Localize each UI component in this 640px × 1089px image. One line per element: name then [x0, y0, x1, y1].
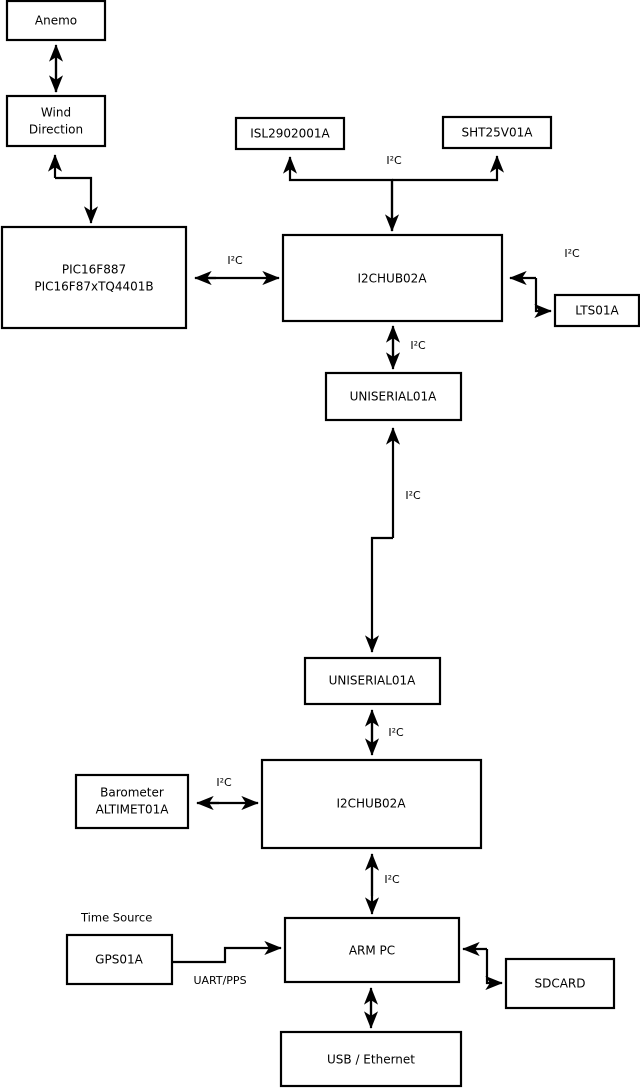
node-usb-ethernet-label: USB / Ethernet — [327, 1053, 415, 1067]
edge-label-hub-lts: I²C — [564, 247, 580, 260]
node-sdcard-label: SDCARD — [534, 977, 585, 991]
node-uniserial01a-lower-label: UNISERIAL01A — [329, 674, 417, 688]
node-arm-pc[interactable]: ARM PC — [283, 916, 461, 984]
edge-armpc-sdcard — [462, 941, 503, 991]
node-wind-direction-label-line1: Wind — [41, 106, 71, 120]
node-i2chub02a-bottom-label: I2CHUB02A — [336, 797, 406, 811]
edge-label-baro-hub: I²C — [216, 776, 232, 789]
edge-wind-pic — [47, 154, 99, 224]
node-gps01a-label: GPS01A — [95, 953, 143, 967]
node-barometer-label-line1: Barometer — [100, 786, 164, 800]
node-pic16f887-label-line1: PIC16F887 — [62, 263, 126, 277]
node-barometer-label-line2: ALTIMET01A — [96, 803, 170, 817]
node-anemo[interactable]: Anemo — [5, 0, 107, 42]
edge-label-uniserial-link: I²C — [405, 489, 421, 502]
node-sdcard[interactable]: SDCARD — [504, 957, 616, 1010]
node-uniserial01a-lower[interactable]: UNISERIAL01A — [303, 656, 442, 706]
node-i2chub02a-top-label: I2CHUB02A — [357, 272, 427, 286]
node-isl2902001a[interactable]: ISL2902001A — [234, 116, 346, 151]
node-i2chub02a-bottom[interactable]: I2CHUB02A — [260, 758, 483, 850]
edge-uniserial-link — [364, 427, 401, 653]
node-lts01a-label: LTS01A — [575, 304, 619, 318]
node-wind-direction-label-line2: Direction — [29, 123, 83, 137]
edge-label-uniserial-hub: I²C — [388, 726, 404, 739]
edge-label-hub-armpc: I²C — [384, 873, 400, 886]
edge-hub-top-lts — [509, 270, 552, 319]
node-uniserial01a-upper[interactable]: UNISERIAL01A — [324, 371, 463, 422]
node-arm-pc-label: ARM PC — [349, 944, 395, 958]
edge-label-hub-sensors: I²C — [386, 154, 402, 167]
node-isl2902001a-label: ISL2902001A — [250, 127, 330, 141]
edge-label-hub-uniserial: I²C — [410, 339, 426, 352]
node-i2chub02a-top[interactable]: I2CHUB02A — [281, 233, 504, 323]
edge-label-pic-hub: I²C — [227, 254, 243, 267]
node-usb-ethernet[interactable]: USB / Ethernet — [279, 1030, 463, 1088]
node-anemo-label: Anemo — [35, 14, 77, 28]
node-barometer-altimet01a[interactable]: Barometer ALTIMET01A — [74, 773, 190, 830]
node-pic16f887[interactable]: PIC16F887 PIC16F87xTQ4401B — [0, 225, 188, 330]
edge-gps-armpc — [172, 940, 282, 964]
label-time-source: Time Source — [80, 911, 152, 925]
edge-hub-top-sensors — [282, 155, 505, 232]
node-uniserial01a-upper-label: UNISERIAL01A — [350, 390, 438, 404]
node-lts01a[interactable]: LTS01A — [553, 293, 640, 328]
node-pic16f887-label-line2: PIC16F87xTQ4401B — [34, 280, 153, 294]
node-sht25v01a[interactable]: SHT25V01A — [441, 115, 553, 150]
node-gps01a[interactable]: GPS01A — [65, 933, 174, 986]
node-sht25v01a-label: SHT25V01A — [462, 126, 534, 140]
node-wind-direction[interactable]: Wind Direction — [5, 94, 107, 148]
edge-label-gps-armpc: UART/PPS — [193, 974, 246, 987]
